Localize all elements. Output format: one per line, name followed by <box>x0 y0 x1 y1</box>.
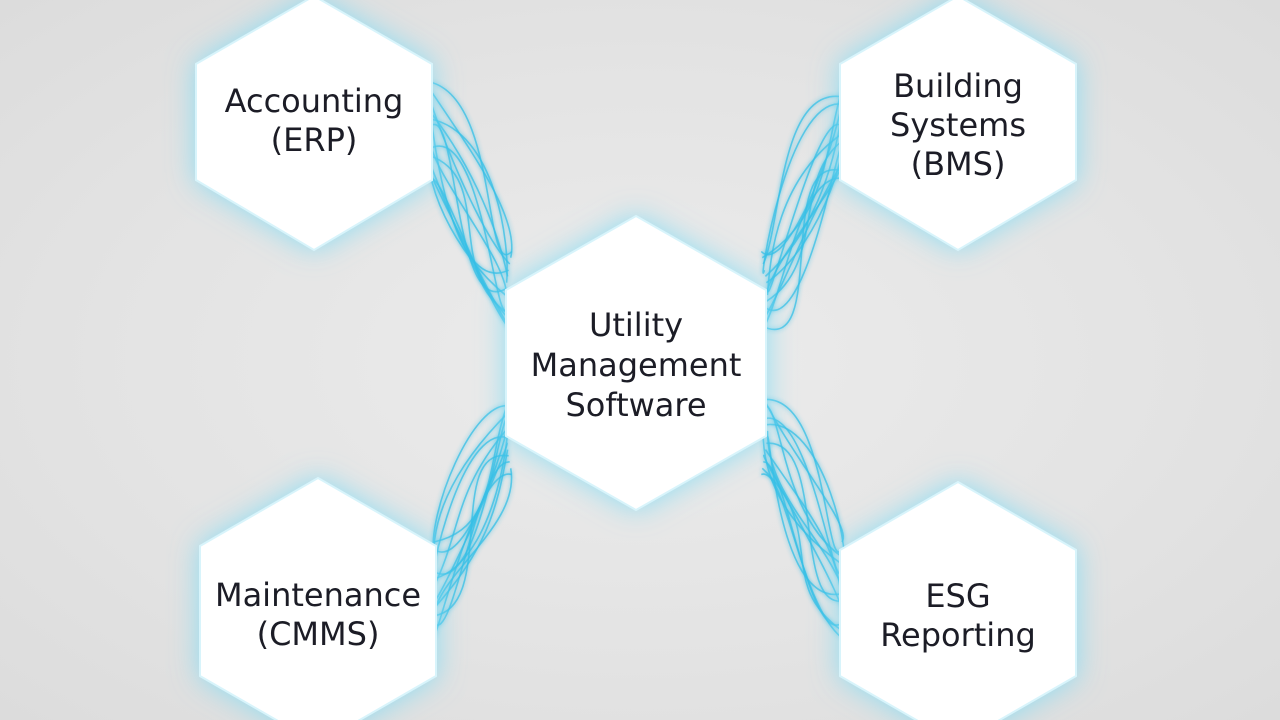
esg-label-line1: ESG <box>925 577 990 615</box>
connector-wire <box>433 430 507 587</box>
connector-wire <box>762 103 843 274</box>
connector-wire <box>433 454 509 617</box>
connector-wire <box>765 417 843 575</box>
hex-esg-reporting <box>839 480 1077 720</box>
connector-wire <box>429 111 509 277</box>
connector-wire <box>766 123 843 293</box>
connector-wire <box>762 405 843 558</box>
center-label-line1: Utility <box>589 306 683 344</box>
wires-to-esg <box>760 393 846 639</box>
center-label-line2: Management <box>531 346 742 384</box>
connector-wire <box>429 145 509 312</box>
connector-wire <box>762 398 843 553</box>
node-maintenance-cmms: Maintenance (CMMS) <box>199 476 437 720</box>
center-label-line3: Software <box>565 386 706 424</box>
connector-wire <box>760 177 843 333</box>
accounting-label-line1: Accounting <box>225 82 404 120</box>
connector-wire <box>429 88 513 258</box>
building-label-line3: (BMS) <box>911 145 1006 183</box>
wires-to-building <box>760 81 846 333</box>
connector-wire <box>762 95 843 265</box>
node-esg-reporting: ESG Reporting <box>839 480 1077 720</box>
hex-center <box>505 214 767 512</box>
wires-to-maintenance <box>430 393 513 639</box>
accounting-label-line2: (ERP) <box>271 121 358 159</box>
hex-accounting <box>195 0 433 252</box>
connector-wire <box>761 473 843 639</box>
connector-wires <box>427 81 846 639</box>
connector-wire <box>432 405 510 557</box>
hex-maintenance <box>199 476 437 720</box>
maintenance-label-line2: (CMMS) <box>257 615 380 653</box>
connector-wire <box>762 162 843 321</box>
connector-wire <box>766 436 843 595</box>
building-label-line2: Systems <box>890 106 1026 144</box>
connector-wire <box>764 111 843 277</box>
connector-wire <box>433 473 513 639</box>
connector-wire <box>766 442 843 602</box>
connector-wire <box>429 177 513 333</box>
building-label-line1: Building <box>893 67 1023 105</box>
connector-wire <box>433 449 509 610</box>
connector-wire <box>433 461 510 626</box>
connector-wire <box>429 118 508 283</box>
connector-wire <box>761 168 843 331</box>
hex-building-systems <box>839 0 1077 252</box>
connector-wire <box>766 133 843 296</box>
esg-label-line2: Reporting <box>880 616 1036 654</box>
connector-wire <box>429 81 513 256</box>
maintenance-label-line1: Maintenance <box>215 576 421 614</box>
node-utility-management-software: Utility Management Software <box>505 214 767 512</box>
connector-wire <box>433 442 508 602</box>
node-building-systems-bms: Building Systems (BMS) <box>839 0 1077 252</box>
connector-wire <box>761 89 843 259</box>
wires-to-accounting <box>427 81 513 333</box>
node-accounting-erp: Accounting (ERP) <box>195 0 433 252</box>
connector-wire <box>429 141 508 302</box>
